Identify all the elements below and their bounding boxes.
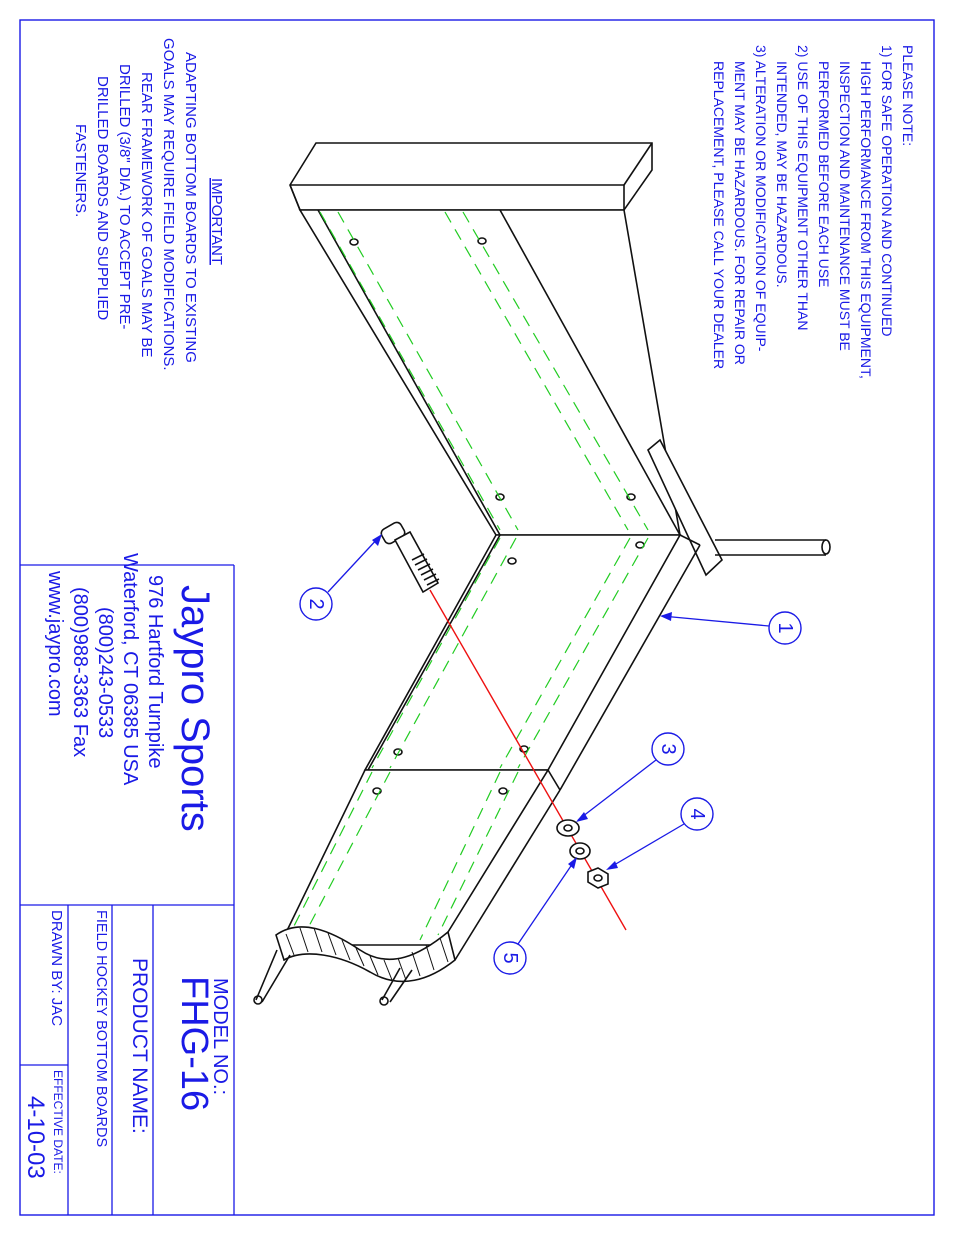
company-block: Jaypro Sports 976 Hartford Turnpike Wate…	[44, 553, 217, 832]
safety-notes: PLEASE NOTE: 1) FOR SAFE OPERATION AND C…	[711, 45, 916, 379]
carriage-bolt	[380, 521, 440, 594]
callout-3-label: 3	[657, 743, 679, 754]
drawing-border	[19, 19, 935, 1216]
important-line: DRILLED BOARDS AND SUPPLIED	[94, 76, 111, 320]
important-line: REAR FRAMEWORK OF GOALS MAY BE	[138, 72, 155, 357]
callout-2-label: 2	[305, 598, 327, 609]
fastener-stack	[556, 819, 609, 889]
note-line: PERFORMED BEFORE EACH USE	[816, 61, 832, 287]
side-board-upper	[298, 209, 681, 536]
goal-frame	[253, 142, 831, 1006]
product-name: FIELD HOCKEY BOTTOM BOARDS	[93, 910, 109, 1147]
note-line: 2) USE OF THIS EQUIPMENT OTHER THAN	[795, 45, 811, 330]
bottom-board-section-2	[278, 769, 550, 946]
effective-date: 4-10-03	[22, 1096, 49, 1179]
mounting-holes	[349, 237, 645, 795]
callout-2: 2	[299, 534, 382, 621]
callout-1: 1	[660, 611, 802, 645]
callout-4: 4	[606, 797, 714, 870]
callout-5: 5	[493, 857, 577, 975]
important-line: GOALS MAY REQUIRE FIELD MODIFICATIONS.	[160, 38, 177, 371]
callout-1-label: 1	[774, 622, 796, 633]
company-fax: (800)988-3363 Fax	[69, 587, 91, 757]
product-label: PRODUCT NAME:	[128, 958, 151, 1134]
broken-end	[275, 926, 456, 983]
company-name: Jaypro Sports	[173, 585, 217, 832]
callout-3: 3	[576, 732, 685, 822]
product-name-block: PRODUCT NAME:	[128, 958, 151, 1134]
drawn-by-block: DRAWN BY: JAC	[48, 910, 65, 1026]
callout-5-label: 5	[499, 952, 521, 963]
note-line: HIGH PERFORMANCE FROM THIS EQUIPMENT,	[858, 61, 874, 379]
hidden-lines	[291, 211, 649, 941]
important-heading: IMPORTANT	[208, 178, 225, 265]
note-line: REPLACEMENT, PLEASE CALL YOUR DEALER	[711, 61, 727, 369]
model-number-block: MODEL NO.: FHG-16	[173, 976, 231, 1111]
top-board	[289, 142, 653, 211]
company-phone: (800)243-0533	[94, 607, 116, 738]
model-number: FHG-16	[173, 976, 215, 1111]
note-line: 3) ALTERATION OR MODIFICATION OF EQUIP-	[753, 45, 769, 352]
important-body: ADAPTING BOTTOM BOARDS TO EXISTING GOALS…	[72, 38, 199, 371]
note-line: INTENDED, MAY BE HAZARDOUS.	[774, 61, 790, 288]
important-line: ADAPTING BOTTOM BOARDS TO EXISTING	[182, 52, 199, 363]
company-city: Waterford, CT 06385 USA	[119, 553, 141, 786]
notes-heading: PLEASE NOTE:	[900, 45, 916, 146]
note-line: INSPECTION AND MAINTENANCE MUST BE	[837, 61, 853, 351]
rear-post	[647, 438, 723, 577]
model-label: MODEL NO.:	[209, 978, 231, 1095]
important-notice: IMPORTANT	[208, 178, 225, 265]
note-line: 1) FOR SAFE OPERATION AND CONTINUED	[879, 45, 895, 336]
effective-date-block: EFFECTIVE DATE: 4-10-03	[22, 1070, 65, 1179]
effective-date-label: EFFECTIVE DATE:	[51, 1070, 65, 1174]
note-line: MENT MAY BE HAZARDOUS. FOR REPAIR OR	[732, 61, 748, 365]
important-line: FASTENERS.	[72, 124, 89, 217]
company-address: 976 Hartford Turnpike	[144, 575, 166, 768]
drawn-by: DRAWN BY: JAC	[48, 910, 65, 1026]
hatch-section	[285, 927, 449, 981]
product-name-value: FIELD HOCKEY BOTTOM BOARDS	[93, 910, 109, 1147]
title-block	[20, 564, 235, 1215]
important-line: DRILLED (3/8" DIA.) TO ACCEPT PRE-	[116, 64, 133, 329]
callout-4-label: 4	[686, 808, 708, 819]
company-website: www.jaypro.com	[44, 570, 66, 717]
